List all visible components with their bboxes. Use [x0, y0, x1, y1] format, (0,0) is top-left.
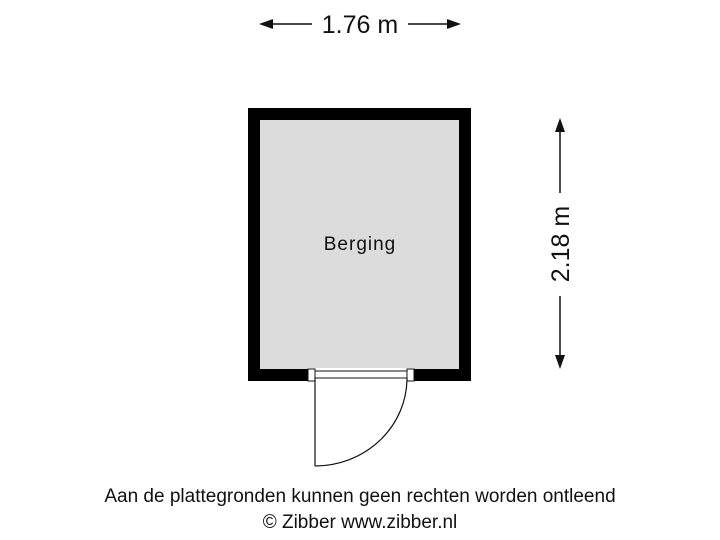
room-label: Berging	[324, 234, 397, 255]
footer-copyright: © Zibber www.zibber.nl	[262, 512, 458, 533]
door-opening	[308, 368, 414, 382]
width-arrow-right	[447, 19, 461, 29]
width-arrow-left	[259, 19, 273, 29]
width-label: 1.76 m	[322, 11, 398, 39]
depth-label: 2.18 m	[547, 206, 575, 282]
door-jamb-left	[307, 368, 316, 382]
depth-arrow-top	[555, 118, 565, 132]
footer-disclaimer: Aan de plattegronden kunnen geen rechten…	[104, 486, 616, 507]
depth-dimension: 2.18 m	[547, 118, 575, 369]
depth-arrow-bottom	[555, 355, 565, 369]
door-jamb-right	[406, 368, 415, 382]
door-swing-arc	[314, 377, 408, 467]
door	[314, 377, 408, 467]
width-dimension: 1.76 m	[259, 11, 461, 39]
room-floor	[260, 120, 459, 369]
room-berging: Berging	[248, 108, 471, 382]
